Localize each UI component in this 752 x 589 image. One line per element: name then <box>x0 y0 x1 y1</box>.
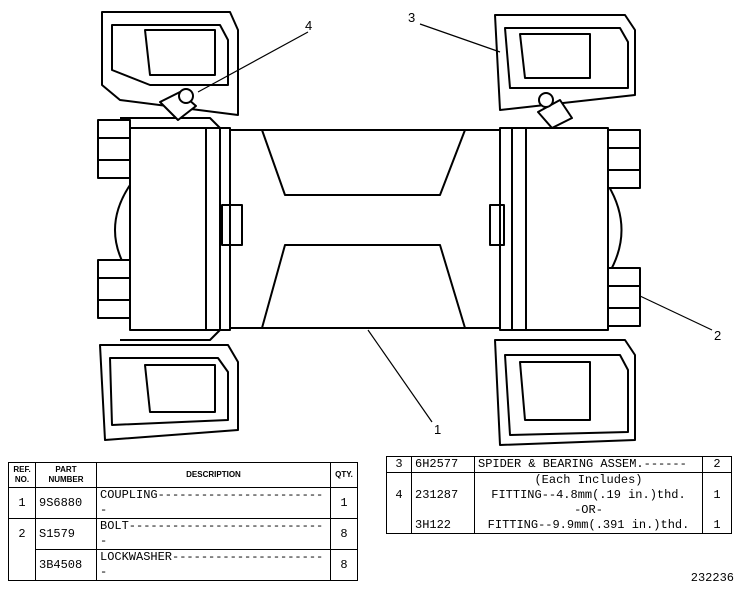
callout-3: 3 <box>408 10 416 25</box>
description: (Each Includes) <box>474 472 703 488</box>
table-row: (Each Includes) <box>386 472 732 488</box>
part-number <box>411 503 475 518</box>
qty: 2 <box>702 456 732 473</box>
qty <box>702 503 732 518</box>
parts-table-left: REF. NO. PART NUMBER DESCRIPTION QTY. 1 … <box>8 462 358 581</box>
table-row: 4 231287 FITTING--4.8mm(.19 in.)thd. 1 <box>386 488 732 503</box>
ref-no <box>386 503 412 518</box>
qty <box>702 472 732 488</box>
part-number: 6H2577 <box>411 456 475 473</box>
part-number: S1579 <box>35 518 97 550</box>
qty: 1 <box>702 518 732 534</box>
ref-no: 4 <box>386 488 412 503</box>
qty: 8 <box>330 549 358 581</box>
drawing-number: 232236 <box>690 571 734 585</box>
callout-2: 2 <box>714 328 722 343</box>
description: FITTING--9.9mm(.391 in.)thd. <box>474 518 703 534</box>
table-row: 3H122 FITTING--9.9mm(.391 in.)thd. 1 <box>386 518 732 534</box>
ref-no <box>386 518 412 534</box>
parts-table-right: 3 6H2577 SPIDER & BEARING ASSEM.------ 2… <box>386 456 732 534</box>
header-ref-no: REF. NO. <box>8 462 36 488</box>
description: BOLT---------------------------- <box>96 518 331 550</box>
ref-no <box>8 549 36 581</box>
table-row: 3B4508 LOCKWASHER---------------------- … <box>8 549 358 581</box>
qty: 1 <box>330 487 358 519</box>
ref-no: 1 <box>8 487 36 519</box>
qty: 8 <box>330 518 358 550</box>
ref-no: 2 <box>8 518 36 550</box>
right-yoke <box>489 14 641 446</box>
ref-no <box>386 472 412 488</box>
header-description: DESCRIPTION <box>96 462 331 488</box>
callout-4: 4 <box>305 18 313 33</box>
description: COUPLING------------------------ <box>96 487 331 519</box>
part-number: 3H122 <box>411 518 475 534</box>
table-row: -OR- <box>386 503 732 518</box>
description: SPIDER & BEARING ASSEM.------ <box>474 456 703 473</box>
left-yoke <box>97 11 243 441</box>
part-number: 231287 <box>411 488 475 503</box>
ref-no: 3 <box>386 456 412 473</box>
qty: 1 <box>702 488 732 503</box>
coupling-body <box>224 129 501 329</box>
part-number <box>411 472 475 488</box>
leader-lines <box>197 23 713 423</box>
table-row: 3 6H2577 SPIDER & BEARING ASSEM.------ 2 <box>386 456 732 473</box>
coupling-assembly-drawing <box>97 11 713 446</box>
header-part-number: PART NUMBER <box>35 462 97 488</box>
part-number: 3B4508 <box>35 549 97 581</box>
description: LOCKWASHER---------------------- <box>96 549 331 581</box>
description: -OR- <box>474 503 703 518</box>
description: FITTING--4.8mm(.19 in.)thd. <box>474 488 703 503</box>
header-qty: QTY. <box>330 462 358 488</box>
callout-1: 1 <box>434 422 442 437</box>
part-number: 9S6880 <box>35 487 97 519</box>
table-row: 1 9S6880 COUPLING-----------------------… <box>8 487 358 519</box>
table-header-row: REF. NO. PART NUMBER DESCRIPTION QTY. <box>8 462 358 488</box>
table-row: 2 S1579 BOLT----------------------------… <box>8 518 358 550</box>
